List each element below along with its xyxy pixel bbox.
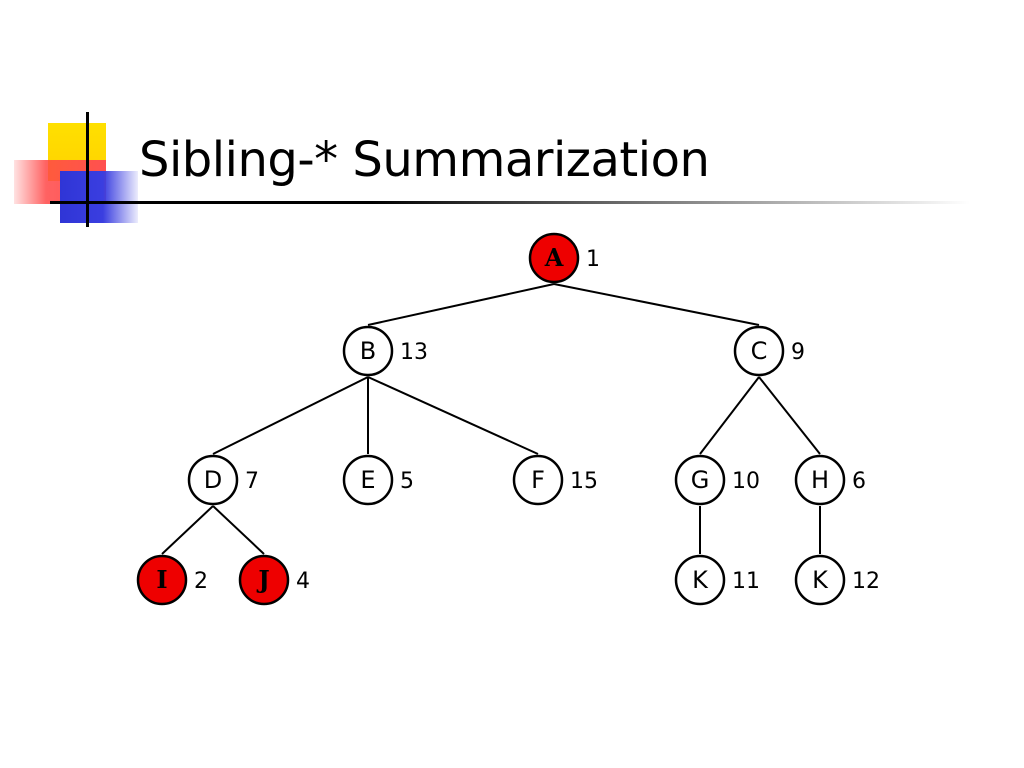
node-label: C <box>751 337 768 365</box>
tree-node-b: B 13 <box>342 325 428 377</box>
decorative-vertical-line <box>86 112 89 227</box>
node-label: B <box>360 337 376 365</box>
tree-node-g: G 10 <box>674 454 760 506</box>
node-circle <box>674 554 726 606</box>
node-label: I <box>156 565 167 594</box>
node-circle <box>187 454 239 506</box>
edge-c-g <box>699 376 760 455</box>
node-label: H <box>811 466 829 494</box>
edge-a-c <box>553 283 760 326</box>
node-value: 1 <box>586 247 600 272</box>
edge-b-f <box>367 376 539 455</box>
edge-d-j <box>212 505 265 555</box>
slide-title: Sibling-* Summarization <box>139 132 710 188</box>
node-value: 7 <box>245 469 259 494</box>
node-label: G <box>691 466 710 494</box>
edge-a-b <box>367 283 555 326</box>
title-underline <box>50 201 970 204</box>
edge-c-h <box>758 376 821 455</box>
node-value: 4 <box>296 569 310 594</box>
node-circle <box>342 325 394 377</box>
node-circle <box>794 554 846 606</box>
node-circle <box>674 454 726 506</box>
node-circle <box>512 454 564 506</box>
node-value: 12 <box>852 569 880 594</box>
node-value: 6 <box>852 469 866 494</box>
node-value: 13 <box>400 340 428 365</box>
node-value: 2 <box>194 569 208 594</box>
node-circle <box>342 454 394 506</box>
node-circle <box>238 554 290 606</box>
node-circle <box>528 232 580 284</box>
tree-node-k2: K 12 <box>794 554 880 606</box>
node-label: J <box>256 565 269 594</box>
node-circle <box>136 554 188 606</box>
decorative-blue-square <box>60 171 138 223</box>
node-label: D <box>204 466 222 494</box>
node-value: 10 <box>732 469 760 494</box>
node-value: 5 <box>400 469 414 494</box>
node-value: 15 <box>570 469 598 494</box>
edge-b-d <box>212 376 369 455</box>
node-circle <box>733 325 785 377</box>
tree-edges <box>161 283 821 555</box>
node-label: K <box>692 566 709 594</box>
node-circle <box>794 454 846 506</box>
node-label: A <box>544 243 564 272</box>
node-label: K <box>812 566 829 594</box>
node-value: 9 <box>791 340 805 365</box>
edge-d-i <box>161 505 214 555</box>
node-value: 11 <box>732 569 760 594</box>
node-label: E <box>360 466 375 494</box>
node-label: F <box>531 466 545 494</box>
tree-node-k1: K 11 <box>674 554 760 606</box>
tree-node-f: F 15 <box>512 454 598 506</box>
